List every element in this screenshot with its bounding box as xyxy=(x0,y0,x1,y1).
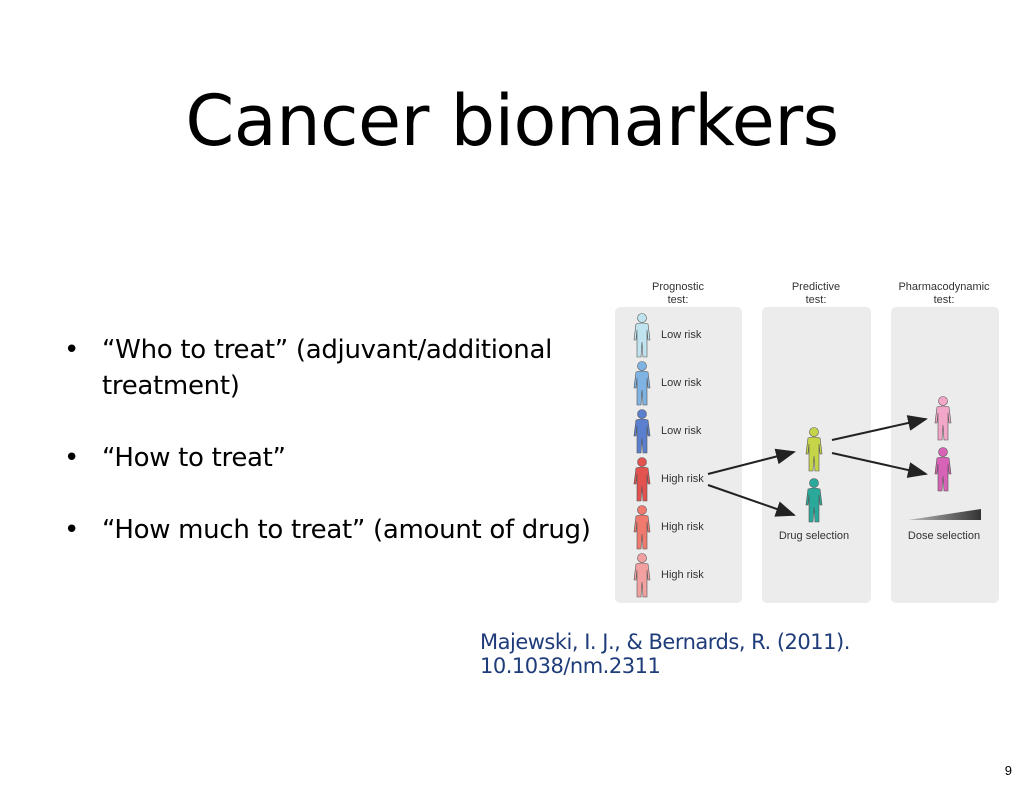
pharmacodynamic-header: Pharmacodynamic xyxy=(898,281,990,293)
arrow-to-dose-b xyxy=(831,452,928,478)
arrow-to-drug-b xyxy=(707,484,796,517)
risk-label: High risk xyxy=(661,521,704,533)
person-icon xyxy=(633,409,651,454)
person-icon xyxy=(633,505,651,550)
person-icon xyxy=(633,457,651,502)
person-icon xyxy=(805,427,823,472)
bullet-text-continued: treatment) xyxy=(102,371,240,401)
bullet-item: • “Who to treat” (adjuvant/additional tr… xyxy=(60,332,620,404)
risk-label: Low risk xyxy=(661,377,702,389)
bullet-dot-icon: • xyxy=(64,443,80,473)
risk-label: Low risk xyxy=(661,329,702,341)
pharmacodynamic-people xyxy=(934,396,952,492)
bullet-item: • “How much to treat” (amount of drug) xyxy=(60,512,620,548)
bullet-text: “How much to treat” (amount of drug) xyxy=(102,515,591,545)
arrow-to-dose-a xyxy=(831,415,928,441)
slide-title: Cancer biomarkers xyxy=(185,80,839,162)
predictive-people xyxy=(805,427,823,523)
bullet-dot-icon: • xyxy=(64,335,80,365)
predictive-header: Predictive xyxy=(792,281,840,293)
drug-selection-label: Drug selection xyxy=(779,530,849,542)
bullet-text: “Who to treat” (adjuvant/additional xyxy=(102,335,553,365)
bullet-item: • “How to treat” xyxy=(60,440,620,476)
person-icon xyxy=(633,553,651,598)
dose-selection-label: Dose selection xyxy=(908,530,980,542)
biomarker-figure: Prognostic test: Predictive test: Pharma… xyxy=(615,281,999,603)
page-number: 9 xyxy=(1004,763,1012,778)
person-icon xyxy=(805,478,823,523)
dose-ramp-icon xyxy=(908,509,981,520)
prognostic-header-line2: test: xyxy=(668,294,689,306)
risk-label: High risk xyxy=(661,569,704,581)
person-icon xyxy=(934,447,952,492)
person-icon xyxy=(934,396,952,441)
arrow-to-drug-a xyxy=(707,448,796,475)
predictive-header-line2: test: xyxy=(806,294,827,306)
risk-label: High risk xyxy=(661,473,704,485)
bullet-text: “How to treat” xyxy=(102,443,286,473)
bullet-list: • “Who to treat” (adjuvant/additional tr… xyxy=(60,332,620,584)
prognostic-panel xyxy=(615,307,742,603)
prognostic-header: Prognostic xyxy=(652,281,704,293)
pharmacodynamic-header-line2: test: xyxy=(934,294,955,306)
person-icon xyxy=(633,361,651,406)
citation-link[interactable]: Majewski, I. J., & Bernards, R. (2011). … xyxy=(480,630,850,678)
person-icon xyxy=(633,313,651,358)
risk-label: Low risk xyxy=(661,425,702,437)
bullet-dot-icon: • xyxy=(64,515,80,545)
